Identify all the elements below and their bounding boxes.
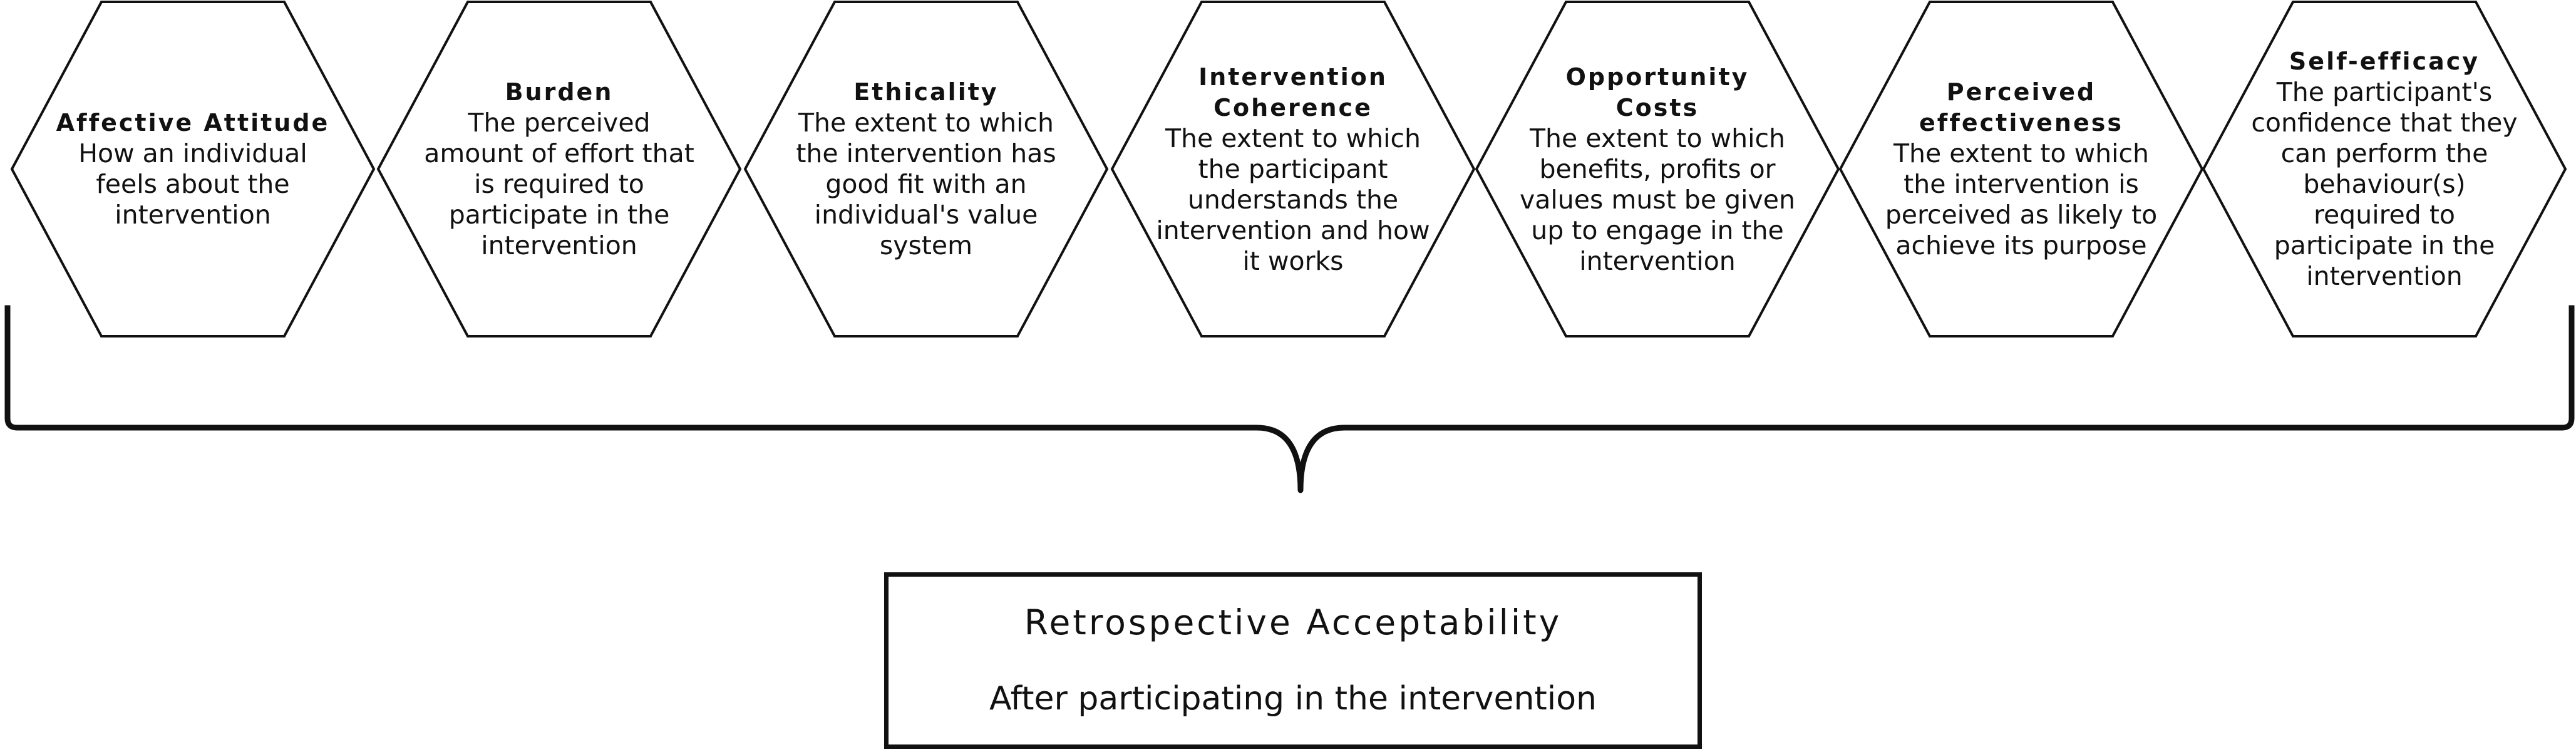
hexagon-1: [10, 1, 376, 337]
hexagon-3: [743, 1, 1109, 337]
component-description: The extent to which the intervention is …: [1885, 138, 2158, 260]
component-title: Ethicality: [853, 78, 999, 106]
hexagon-layer: [10, 1, 2567, 337]
component-description: The participant's confidence that they c…: [2251, 77, 2518, 291]
component-title: Burden: [505, 78, 614, 106]
component-title: Intervention Coherence: [1198, 63, 1388, 121]
result-subtitle: After participating in the intervention: [989, 680, 1597, 718]
component-description: The extent to which the participant unde…: [1156, 123, 1430, 276]
result-title: Retrospective Acceptability: [1024, 602, 1562, 642]
grouping-brace: [4, 305, 2575, 493]
component-title: Perceived effectiveness: [1919, 78, 2123, 136]
component-title: Affective Attitude: [56, 109, 330, 136]
component-description: The perceived amount of effort that is r…: [424, 108, 694, 260]
hexagon-4: [1110, 1, 1476, 337]
component-title: Opportunity Costs: [1565, 63, 1749, 121]
result-box: Retrospective Acceptability After partic…: [884, 572, 1702, 749]
component-description: The extent to which benefits, profits or…: [1520, 123, 1795, 276]
component-title: Self-efficacy: [2289, 48, 2480, 75]
hexagon-2: [376, 1, 742, 337]
hexagon-5: [1475, 1, 1840, 337]
hexagon-7: [2202, 1, 2567, 337]
component-description: How an individual feels about the interv…: [78, 138, 307, 230]
component-description: The extent to which the intervention has…: [796, 108, 1056, 260]
